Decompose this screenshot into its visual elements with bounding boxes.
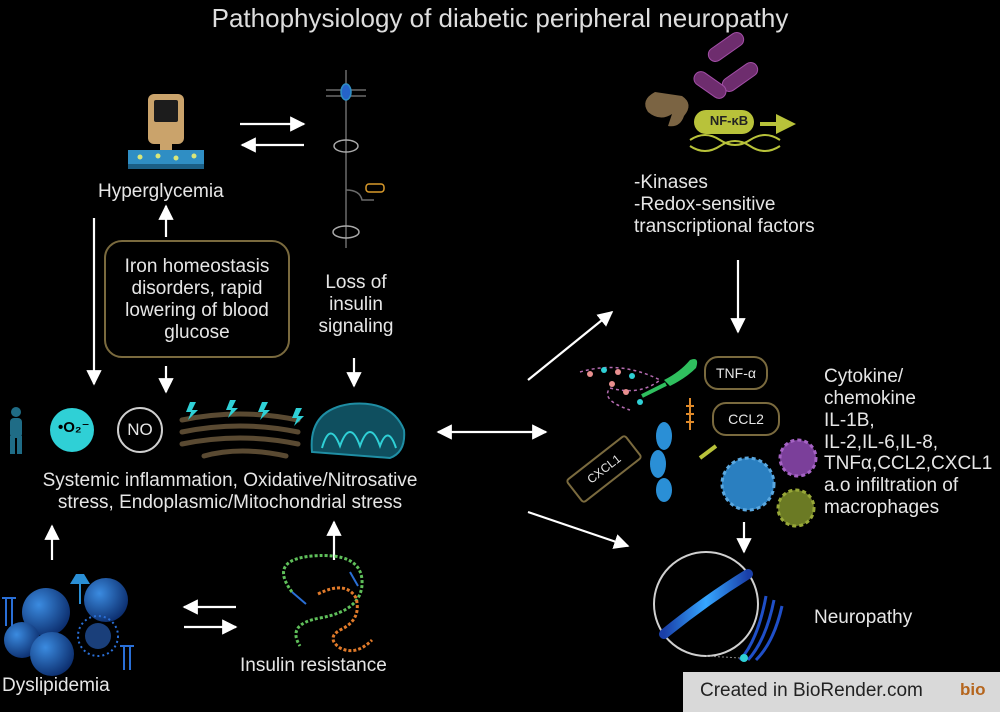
arrow-to-neuropathy — [527, 510, 630, 549]
kinases-label: -Kinases -Redox-sensitive transcriptiona… — [634, 172, 815, 237]
insulin-signaling-icon — [326, 70, 385, 248]
nerve-icon — [653, 551, 784, 662]
human-figure-icon — [10, 407, 22, 454]
mitochondrion-icon — [310, 402, 406, 460]
superoxide-icon — [50, 408, 94, 452]
neuropathy-label: Neuropathy — [814, 607, 913, 628]
receptor-icon — [641, 359, 718, 460]
dyslipidemia-label: Dyslipidemia — [2, 675, 110, 696]
iron-homeostasis-box — [104, 240, 290, 358]
iron-homeostasis-label: Iron homeostasis disorders, rapid loweri… — [124, 256, 270, 343]
hyperglycemia-label: Hyperglycemia — [98, 181, 224, 202]
nfkb-label: NF-κB — [709, 113, 749, 128]
blue-protein-icon — [650, 422, 672, 502]
arrow-to-kinases — [527, 311, 614, 381]
lipoprotein-icons — [2, 574, 134, 676]
chemokine-swirl-icon — [579, 366, 662, 411]
endoplasmic-reticulum-icon — [179, 411, 301, 459]
insulin-chain-icon — [282, 554, 374, 653]
nitric-oxide-icon — [117, 407, 163, 453]
nfkb-icon — [645, 32, 796, 152]
ccl2-badge: CCL2 — [712, 402, 780, 436]
nitric-oxide-label: NO — [127, 420, 153, 439]
glucometer-icon — [128, 94, 204, 169]
superoxide-label: •O₂⁻ — [58, 419, 90, 436]
tnf-alpha-badge: TNF-α — [704, 356, 768, 390]
insulin-resistance-label: Insulin resistance — [240, 655, 387, 676]
biorender-text: Created in BioRender.com — [700, 680, 923, 701]
loss-of-insulin-signaling-label: Loss of insulin signaling — [318, 272, 394, 337]
lightning-icons — [186, 400, 304, 426]
cytokine-label: Cytokine/ chemokine IL-1B, IL-2,IL-6,IL-… — [824, 366, 993, 519]
macrophage-icons — [720, 438, 818, 528]
diagram-title: Pathophysiology of diabetic peripheral n… — [211, 3, 789, 33]
biorender-watermark — [683, 672, 1000, 712]
stress-label: Systemic inflammation, Oxidative/Nitrosa… — [42, 470, 418, 513]
arrows — [44, 116, 752, 635]
biorender-logo: bio — [960, 680, 986, 699]
